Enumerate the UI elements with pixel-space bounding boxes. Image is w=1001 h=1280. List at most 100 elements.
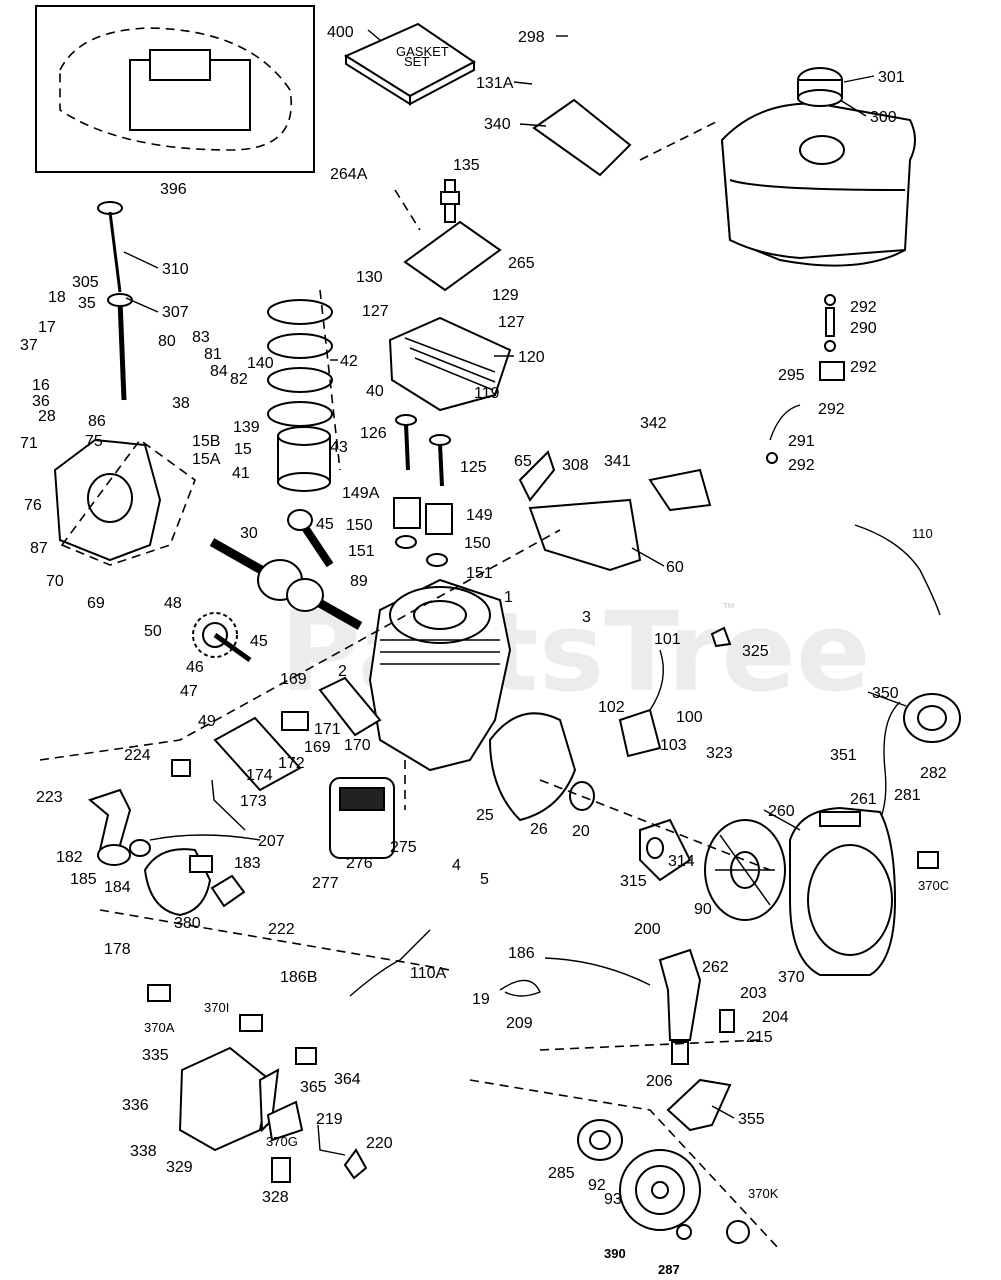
label-370G: 370G (266, 1134, 298, 1149)
label-45b: 45 (250, 633, 268, 650)
label-4: 4 (452, 857, 461, 874)
decal-370G (266, 1100, 304, 1142)
label-335: 335 (142, 1047, 169, 1064)
gasket-set-text-1: GASKET (396, 44, 449, 59)
fuel-line (766, 294, 845, 464)
spacer-20 (569, 781, 595, 811)
label-185: 185 (70, 871, 97, 888)
label-81: 81 (204, 346, 222, 363)
label-149: 149 (466, 507, 493, 524)
label-224: 224 (124, 747, 151, 764)
label-37: 37 (20, 337, 38, 354)
dipstick-tube (97, 201, 133, 401)
starter-cup (577, 1119, 623, 1161)
label-25: 25 (476, 807, 494, 824)
label-69: 69 (87, 595, 105, 612)
gasket-set-box: GASKET SET (343, 22, 476, 106)
label-120: 120 (518, 349, 545, 366)
label-308: 308 (562, 457, 589, 474)
label-28: 28 (38, 408, 56, 425)
valve-springs (393, 497, 453, 567)
breather-element (281, 711, 309, 731)
label-169b: 169 (304, 739, 331, 756)
flywheel (704, 819, 786, 921)
label-315: 315 (620, 873, 647, 890)
label-206: 206 (646, 1073, 673, 1090)
label-35: 35 (78, 295, 96, 312)
part-labels: 400 298 131A 340 301 300 396 264A 135 26… (20, 24, 949, 1277)
label-3: 3 (582, 609, 591, 626)
label-292c: 292 (818, 401, 845, 418)
label-86: 86 (88, 413, 106, 430)
spark-plug (440, 179, 460, 223)
label-26: 26 (530, 821, 548, 838)
label-151b: 151 (466, 565, 493, 582)
piston (277, 426, 331, 492)
label-15A: 15A (192, 451, 221, 468)
label-169a: 169 (280, 671, 307, 688)
label-65: 65 (514, 453, 532, 470)
blower-housing (789, 806, 897, 976)
label-219: 219 (316, 1111, 343, 1128)
decal-370C (917, 851, 939, 869)
rope-guide (666, 1078, 732, 1132)
label-342: 342 (640, 415, 667, 432)
label-80: 80 (158, 333, 176, 350)
label-370A: 370A (144, 1020, 175, 1035)
label-292d: 292 (788, 457, 815, 474)
intake-elbow (87, 788, 132, 854)
label-370I: 370I (204, 1000, 229, 1015)
label-20: 20 (572, 823, 590, 840)
control-panel-box (178, 1046, 280, 1152)
label-307: 307 (162, 304, 189, 321)
air-baffle (528, 498, 642, 572)
governor-part (646, 837, 664, 859)
label-262: 262 (702, 959, 729, 976)
muffler-275 (329, 777, 395, 859)
label-45a: 45 (316, 516, 334, 533)
intake-gasket-184 (129, 839, 151, 857)
label-209: 209 (506, 1015, 533, 1032)
label-183: 183 (234, 855, 261, 872)
label-173: 173 (240, 793, 267, 810)
label-150a: 150 (346, 517, 373, 534)
label-101: 101 (654, 631, 681, 648)
bracket-308 (518, 450, 556, 502)
label-70: 70 (46, 573, 64, 590)
engine-block (368, 578, 512, 772)
label-295: 295 (778, 367, 805, 384)
rotating-screen (619, 1149, 701, 1231)
label-131A: 131A (476, 75, 514, 92)
label-365: 365 (300, 1079, 327, 1096)
label-323: 323 (706, 745, 733, 762)
label-110: 110 (912, 526, 933, 541)
label-305: 305 (72, 274, 99, 291)
gasket-set-text-2: SET (404, 54, 429, 69)
label-40: 40 (366, 383, 384, 400)
label-82: 82 (230, 371, 248, 388)
label-310: 310 (162, 261, 189, 278)
label-90: 90 (694, 901, 712, 918)
label-370C: 370C (918, 878, 949, 893)
label-50: 50 (144, 623, 162, 640)
label-100: 100 (676, 709, 703, 726)
label-178: 178 (104, 941, 131, 958)
label-292a: 292 (850, 299, 877, 316)
label-171: 171 (314, 721, 341, 738)
leader-lines (123, 29, 907, 1119)
label-328: 328 (262, 1189, 289, 1206)
governor-link-186 (544, 957, 651, 986)
breather-plate (213, 716, 302, 792)
spacer-183 (210, 874, 246, 908)
label-290: 290 (850, 320, 877, 337)
breather-tube (211, 779, 246, 831)
label-75: 75 (85, 433, 103, 450)
electric-starter (903, 693, 961, 743)
label-15: 15 (234, 441, 252, 458)
label-5: 5 (480, 871, 489, 888)
label-364: 364 (334, 1071, 361, 1088)
label-314: 314 (668, 853, 695, 870)
cylinder-head (388, 316, 512, 412)
label-207: 207 (258, 833, 285, 850)
label-102: 102 (598, 699, 625, 716)
